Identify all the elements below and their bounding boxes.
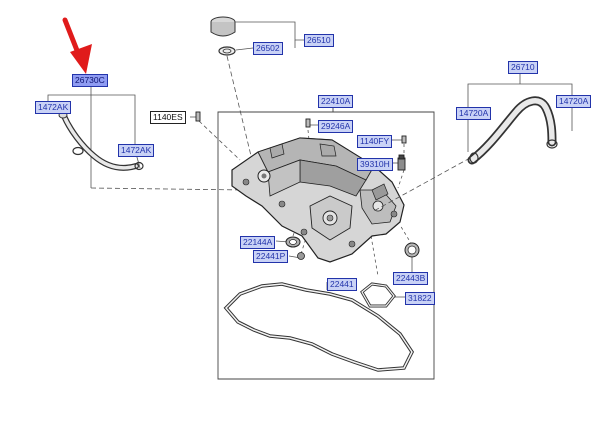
breather-hose-left: [58, 111, 139, 171]
callout-22441P[interactable]: 22441P: [253, 250, 289, 263]
callout-1140ES[interactable]: 1140ES: [150, 111, 186, 124]
callout-1472AK-right[interactable]: 1472AK: [118, 144, 155, 157]
gasket-31822: [360, 282, 396, 308]
callout-26710[interactable]: 26710: [508, 61, 538, 74]
callout-26502[interactable]: 26502: [253, 42, 283, 55]
callout-26510[interactable]: 26510: [304, 34, 334, 47]
hose-clamp-right: [469, 139, 558, 164]
cover-gasket: [223, 282, 415, 372]
callout-26730C[interactable]: 26730C: [72, 74, 108, 87]
cover-frame: [217, 104, 435, 380]
callout-22441[interactable]: 22441: [327, 278, 357, 291]
small-hardware: [195, 111, 407, 171]
callout-1472AK-left[interactable]: 1472AK: [35, 101, 72, 114]
plug-22441P: [297, 252, 305, 260]
callout-31822[interactable]: 31822: [405, 292, 435, 305]
callout-14720A-left[interactable]: 14720A: [456, 107, 492, 120]
hose-clamp-left: [72, 146, 144, 171]
callout-29246A[interactable]: 29246A: [318, 120, 354, 133]
seal-22443B: [404, 242, 420, 258]
callout-22144A[interactable]: 22144A: [240, 236, 276, 249]
oil-filler-cap: [210, 16, 236, 56]
red-arrow-icon: [62, 17, 92, 74]
callout-39310H[interactable]: 39310H: [357, 158, 393, 171]
callout-1140FY[interactable]: 1140FY: [357, 135, 393, 148]
seal-22144A: [285, 236, 301, 248]
callout-14720A-right[interactable]: 14720A: [556, 95, 592, 108]
callout-22443B[interactable]: 22443B: [393, 272, 429, 285]
cap-leader-lines: [226, 21, 304, 161]
callout-22410A[interactable]: 22410A: [318, 95, 354, 108]
breather-hose-right: [467, 96, 557, 165]
